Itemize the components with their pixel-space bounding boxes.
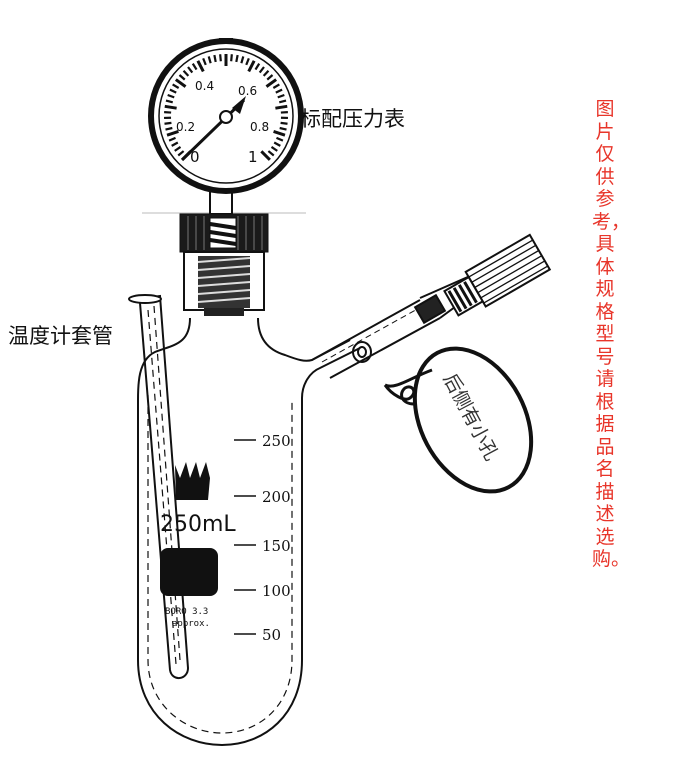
flask-volume-label: 250mL — [160, 512, 236, 537]
gauge-tick — [167, 93, 175, 99]
gauge-value-0: 0 — [190, 148, 200, 166]
gauge-tick — [266, 74, 274, 81]
gauge-value-1: 1 — [248, 148, 258, 166]
gauge-tick — [278, 99, 287, 104]
gauge-tick — [213, 54, 217, 63]
gauge-tick — [273, 141, 281, 147]
gauge-value-0-8: 0.8 — [250, 120, 269, 134]
graduation-200: 200 — [262, 488, 291, 506]
graduation-100: 100 — [262, 582, 291, 600]
gauge-tick — [265, 78, 278, 88]
gauge-tick — [277, 93, 285, 99]
flask-label-patch — [160, 548, 218, 596]
gauge-tick — [177, 150, 185, 157]
gauge-tick — [174, 78, 187, 88]
gauge-value-0-4: 0.4 — [195, 79, 214, 93]
gauge-tick — [230, 54, 233, 62]
gauge-tick — [207, 56, 212, 64]
gauge-tick — [276, 136, 284, 142]
flask-logo-icon — [175, 462, 210, 500]
gauge-tick — [270, 146, 278, 152]
flask-body — [137, 317, 361, 747]
side-arm-cap — [443, 233, 552, 317]
gauge-tick — [164, 121, 172, 125]
gauge-needle — [180, 98, 246, 162]
gauge-tick — [267, 150, 275, 157]
gauge-tick — [169, 88, 177, 94]
gauge-tick — [245, 57, 250, 66]
gauge-value-0-6: 0.6 — [238, 84, 257, 98]
gauge-tick — [202, 57, 207, 66]
pressure-gauge: 0 0.2 0.4 0.6 0.8 1 — [148, 38, 304, 215]
gauge-tick — [187, 66, 194, 74]
graduation-50: 50 — [262, 626, 281, 644]
gauge-tick — [168, 136, 176, 142]
thermometer-tube-label: 温度计套管 — [8, 324, 113, 348]
gauge-value-0-2: 0.2 — [176, 120, 195, 134]
gauge-tick — [272, 83, 280, 89]
gauge-tick — [171, 141, 179, 147]
graduation-150: 150 — [262, 537, 291, 555]
gauge-tick — [254, 63, 261, 71]
disclaimer-note: 图片仅供参考，具体规格型号请根据品名描述选购。 — [592, 98, 631, 570]
gauge-tick — [279, 126, 287, 131]
flask-brand-text: BORO 3.3 — [165, 607, 208, 617]
gauge-tick — [178, 74, 186, 81]
gauge-tick — [165, 99, 174, 104]
gauge-tick — [174, 146, 182, 152]
gauge-tick — [164, 104, 177, 110]
gauge-tick — [275, 104, 288, 110]
gauge-label: 标配压力表 — [300, 107, 405, 131]
gauge-tick — [240, 56, 245, 64]
thermometer-well — [128, 294, 190, 679]
gauge-tick — [275, 88, 283, 94]
gauge-tick — [165, 126, 173, 131]
gauge-tick — [260, 150, 271, 161]
gauge-tick — [172, 83, 180, 89]
gauge-tick — [262, 70, 270, 77]
gauge-tick — [219, 54, 222, 62]
knurled-cap-nut — [179, 213, 269, 253]
graduation-scale: 250 200 150 100 50 — [234, 432, 291, 644]
gauge-tick — [191, 63, 198, 71]
gauge-tick — [182, 70, 190, 77]
side-hole-callout: 后侧有小孔 — [383, 346, 534, 494]
gauge-tick — [258, 66, 265, 74]
graduation-250: 250 — [262, 432, 291, 450]
gauge-tick — [196, 60, 205, 73]
threaded-neck — [183, 251, 265, 316]
gauge-tick — [166, 130, 179, 137]
gauge-tick — [280, 121, 288, 125]
gauge-tick — [235, 54, 239, 63]
gauge-tick — [273, 130, 286, 137]
flask-approx-text: approx. — [172, 619, 210, 629]
gauge-tick — [247, 60, 256, 73]
